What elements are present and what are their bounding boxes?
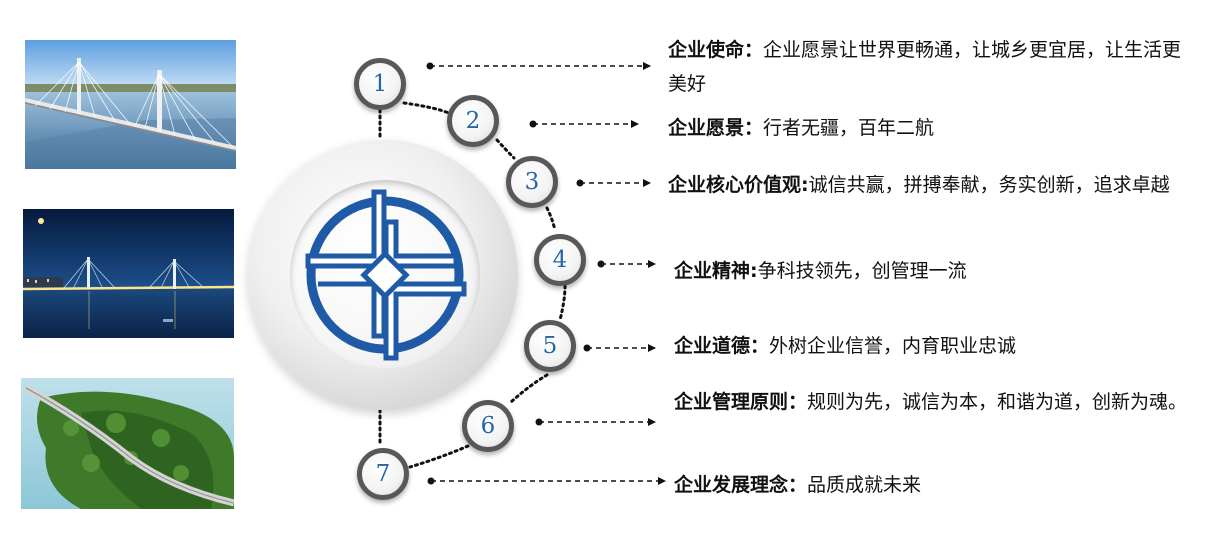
step-circle-2: 2 — [447, 95, 499, 147]
step-number: 4 — [552, 247, 568, 273]
item-title: 企业道德： — [674, 335, 770, 357]
item-title: 企业管理原则： — [674, 391, 808, 413]
step-circle-1: 1 — [354, 58, 406, 110]
item-spirit: 企业精神:争科技领先，创管理一流 — [674, 254, 1194, 288]
step-number: 7 — [375, 461, 391, 487]
item-text: 规则为先，诚信为本，和谐为道，创新为魂。 — [807, 391, 1188, 413]
step-circle-6: 6 — [462, 400, 514, 452]
step-number: 6 — [480, 413, 496, 439]
step-circle-7: 7 — [357, 448, 409, 500]
highway-aerial-photo — [21, 378, 234, 509]
item-core-values: 企业核心价值观:诚信共赢，拼搏奉献，务实创新，追求卓越 — [668, 168, 1208, 202]
step-number: 5 — [542, 333, 558, 359]
step-circle-4: 4 — [534, 234, 586, 286]
item-mission: 企业使命：企业愿景让世界更畅通，让城乡更宜居，让生活更美好 — [668, 33, 1200, 101]
bridge-night-photo — [23, 209, 234, 338]
item-title: 企业核心价值观: — [668, 174, 809, 196]
item-title: 企业使命： — [668, 39, 764, 61]
step-circle-5: 5 — [524, 320, 576, 372]
company-logo-icon — [305, 189, 467, 361]
item-text: 企业愿景让世界更畅通，让城乡更宜居，让生活更美好 — [668, 39, 1182, 95]
item-title: 企业精神: — [674, 260, 758, 282]
item-development-philosophy: 企业发展理念：品质成就未来 — [674, 468, 1194, 502]
item-vision: 企业愿景：行者无疆，百年二航 — [668, 111, 1200, 145]
item-title: 企业发展理念： — [674, 474, 808, 496]
bridge-day-photo — [25, 40, 236, 169]
step-number: 2 — [465, 108, 481, 134]
item-management-principles: 企业管理原则：规则为先，诚信为本，和谐为道，创新为魂。 — [674, 385, 1206, 419]
item-text: 争科技领先，创管理一流 — [757, 260, 967, 282]
step-number: 1 — [372, 71, 388, 97]
item-ethics: 企业道德：外树企业信誉，内育职业忠诚 — [674, 329, 1194, 363]
item-text: 诚信共赢，拼搏奉献，务实创新，追求卓越 — [808, 174, 1170, 196]
item-text: 行者无疆，百年二航 — [763, 117, 935, 139]
item-text: 外树企业信誉，内育职业忠诚 — [769, 335, 1017, 357]
step-circle-3: 3 — [506, 156, 558, 208]
item-text: 品质成就未来 — [807, 474, 922, 496]
item-title: 企业愿景： — [668, 117, 764, 139]
step-number: 3 — [524, 169, 540, 195]
